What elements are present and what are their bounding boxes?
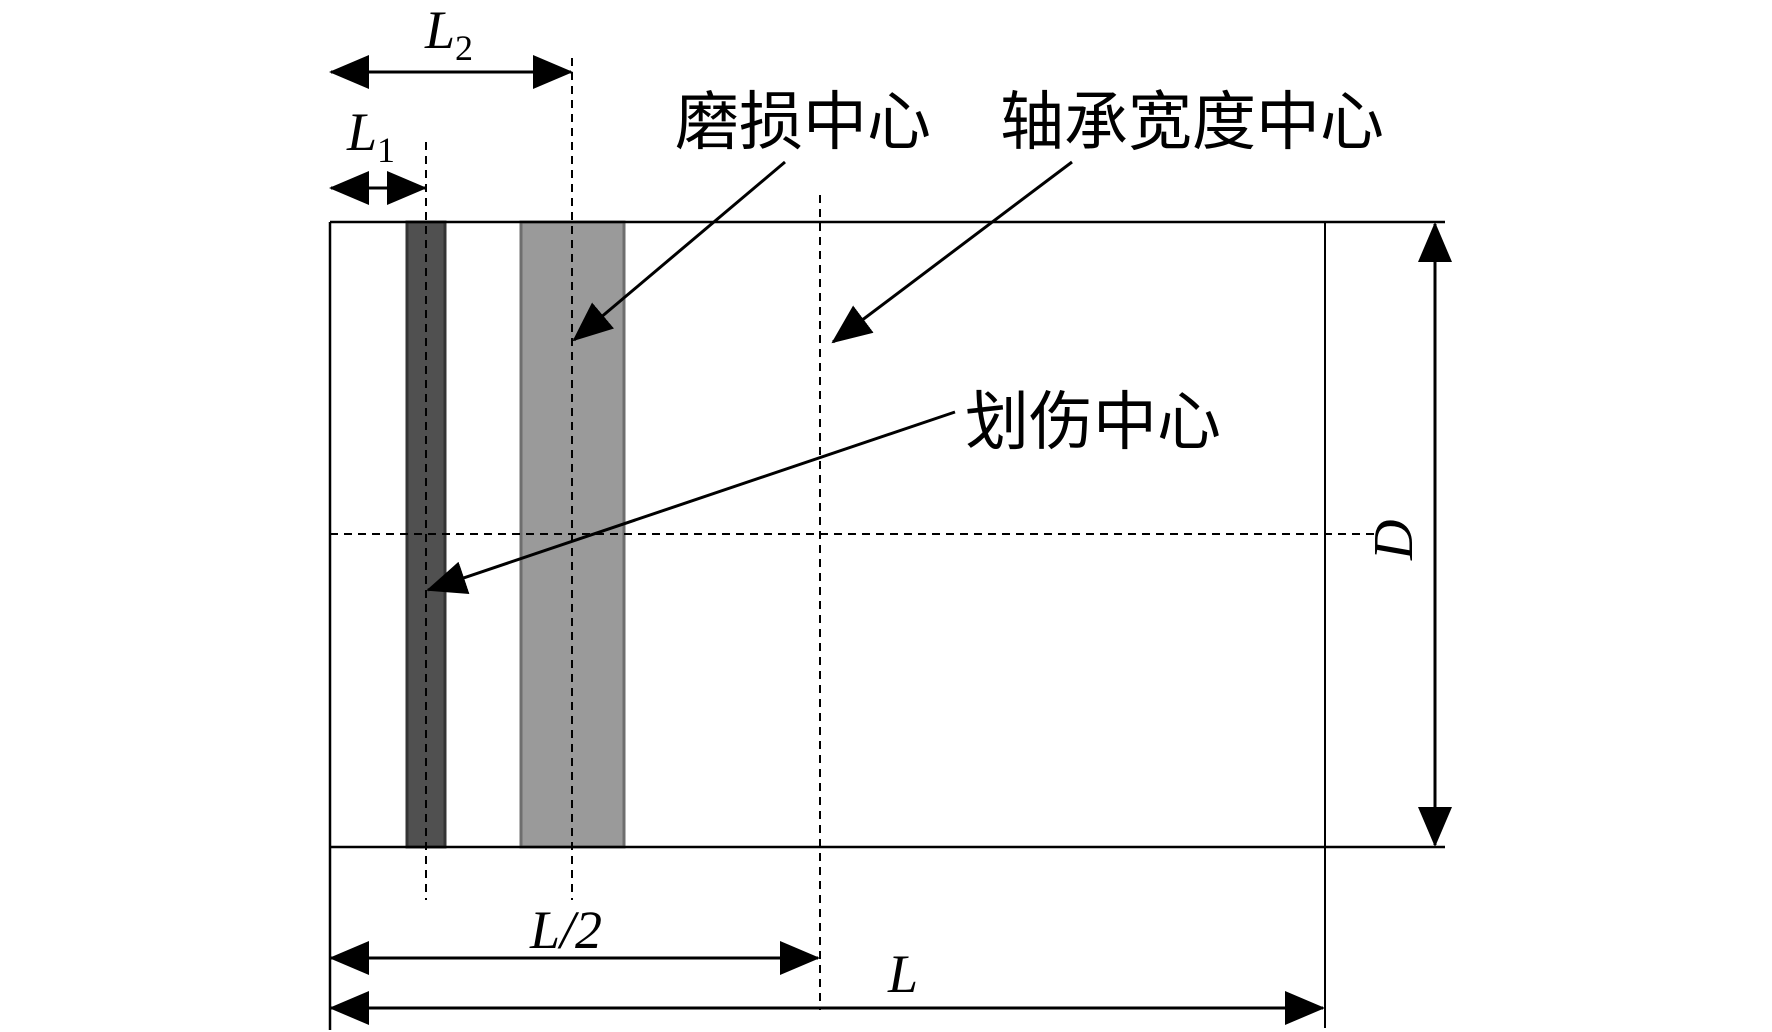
bearing-width-center-pointer — [831, 160, 1073, 344]
L-label: L — [887, 944, 918, 1004]
wear-center-pointer — [572, 160, 786, 342]
bearing-width-center-label: 轴承宽度中心 — [1000, 86, 1384, 160]
half-L-label: L/2 — [529, 900, 602, 960]
L1-label: L1 — [346, 102, 395, 170]
wear-center-label: 磨损中心 — [675, 86, 931, 160]
scratch-center-pointer — [426, 410, 956, 594]
D-label: D — [1363, 520, 1425, 561]
L2-label: L2 — [424, 0, 473, 68]
scratch-center-label: 划伤中心 — [965, 386, 1221, 460]
